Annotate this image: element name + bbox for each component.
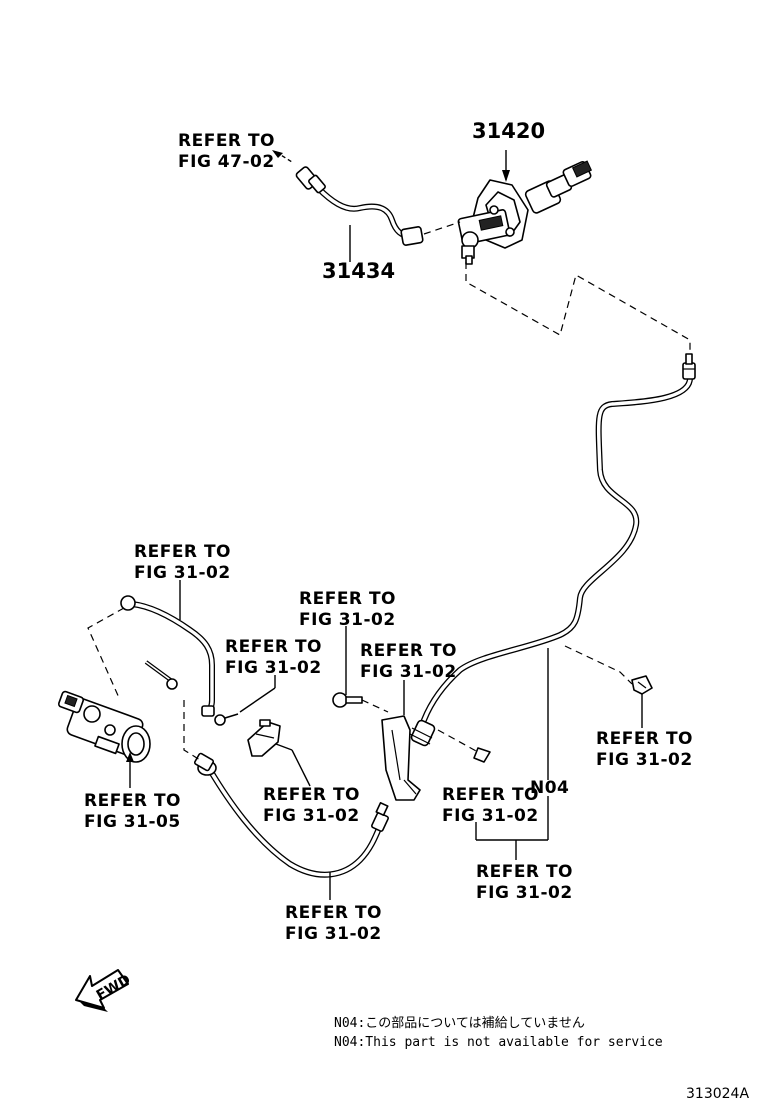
refer-fig-31-02-left-top[interactable]: REFER TO FIG 31-02 bbox=[134, 542, 231, 583]
release-cylinder bbox=[57, 690, 151, 763]
svg-text:REFER TO: REFER TO bbox=[596, 729, 693, 749]
refer-fig-47-02[interactable]: REFER TO FIG 47-02 bbox=[178, 131, 275, 172]
svg-text:REFER TO: REFER TO bbox=[299, 589, 396, 609]
small-clip-center bbox=[473, 747, 491, 763]
svg-text:REFER TO: REFER TO bbox=[178, 131, 275, 151]
refer-fig-31-02-bracket[interactable]: REFER TO FIG 31-02 bbox=[360, 641, 457, 682]
clutch-pipe-n04 bbox=[421, 375, 693, 723]
hose-31434 bbox=[295, 166, 461, 246]
notes: N04:この部品については補給していません N04:This part is n… bbox=[334, 1016, 663, 1050]
refer-fig-31-02-bolt[interactable]: REFER TO FIG 31-02 bbox=[299, 589, 396, 630]
refer-fig-31-02-bottom-right[interactable]: REFER TO FIG 31-02 bbox=[476, 862, 573, 903]
clip-right bbox=[631, 675, 653, 695]
svg-text:FIG 31-02: FIG 31-02 bbox=[299, 610, 396, 630]
small-clip bbox=[214, 713, 239, 726]
svg-text:REFER TO: REFER TO bbox=[84, 791, 181, 811]
dashed-link-rod-hose bbox=[183, 700, 201, 761]
dashed-link-hose-cylinder bbox=[87, 607, 125, 701]
svg-text:FIG 31-05: FIG 31-05 bbox=[84, 812, 181, 832]
svg-text:REFER TO: REFER TO bbox=[285, 903, 382, 923]
refer-fig-31-02-center-right[interactable]: REFER TO FIG 31-02 bbox=[442, 785, 539, 826]
part-number-labels: 31420 31434 N04 bbox=[322, 119, 569, 798]
refer-fig-31-02-lower-mid[interactable]: REFER TO FIG 31-02 bbox=[263, 785, 360, 826]
part-note-n04: N04 bbox=[530, 778, 569, 798]
refer-fig-31-02-bottom-hose[interactable]: REFER TO FIG 31-02 bbox=[285, 903, 382, 944]
master-cylinder-31420 bbox=[457, 160, 593, 265]
refer-fig-31-05[interactable]: REFER TO FIG 31-05 bbox=[84, 791, 181, 832]
illustration-id: 313024A bbox=[686, 1086, 749, 1102]
release-hose bbox=[120, 595, 215, 717]
svg-text:REFER TO: REFER TO bbox=[263, 785, 360, 805]
refer-labels: REFER TO FIG 47-02 REFER TO FIG 31-02 RE… bbox=[84, 131, 693, 944]
push-rod bbox=[144, 660, 178, 690]
dashed-link-cylinder-pipe bbox=[465, 262, 691, 352]
svg-text:FIG 31-02: FIG 31-02 bbox=[285, 924, 382, 944]
svg-text:FIG 31-02: FIG 31-02 bbox=[442, 806, 539, 826]
svg-text:REFER TO: REFER TO bbox=[442, 785, 539, 805]
bracket-mid-left bbox=[247, 719, 281, 757]
pipe-lower-fitting bbox=[409, 719, 436, 747]
part-number-31420[interactable]: 31420 bbox=[472, 119, 545, 143]
bolt-center bbox=[332, 692, 389, 713]
svg-text:FIG 47-02: FIG 47-02 bbox=[178, 152, 275, 172]
svg-text:REFER TO: REFER TO bbox=[134, 542, 231, 562]
svg-text:FIG 31-02: FIG 31-02 bbox=[476, 883, 573, 903]
svg-text:FIG 31-02: FIG 31-02 bbox=[263, 806, 360, 826]
note-en: N04:This part is not available for servi… bbox=[334, 1035, 663, 1050]
svg-text:FIG 31-02: FIG 31-02 bbox=[134, 563, 231, 583]
refer-fig-31-02-mid-left[interactable]: REFER TO FIG 31-02 bbox=[225, 637, 322, 678]
svg-text:FIG 31-02: FIG 31-02 bbox=[360, 662, 457, 682]
note-jp: N04:この部品については補給していません bbox=[334, 1016, 585, 1031]
part-number-31434[interactable]: 31434 bbox=[322, 259, 395, 283]
fwd-arrow-icon: FWD bbox=[75, 969, 133, 1012]
dashed-link-fitting-clip bbox=[437, 729, 479, 753]
refer-fig-31-02-clip-right[interactable]: REFER TO FIG 31-02 bbox=[596, 729, 693, 770]
pipe-upper-fitting bbox=[682, 353, 696, 380]
bracket-center bbox=[381, 715, 421, 801]
svg-text:FIG 31-02: FIG 31-02 bbox=[225, 658, 322, 678]
svg-text:REFER TO: REFER TO bbox=[225, 637, 322, 657]
flex-hose-lower bbox=[194, 752, 389, 878]
svg-text:REFER TO: REFER TO bbox=[476, 862, 573, 882]
svg-text:REFER TO: REFER TO bbox=[360, 641, 457, 661]
dashed-link-pipe-clip-right bbox=[564, 645, 633, 685]
svg-text:FIG 31-02: FIG 31-02 bbox=[596, 750, 693, 770]
leader-lines bbox=[126, 150, 643, 900]
